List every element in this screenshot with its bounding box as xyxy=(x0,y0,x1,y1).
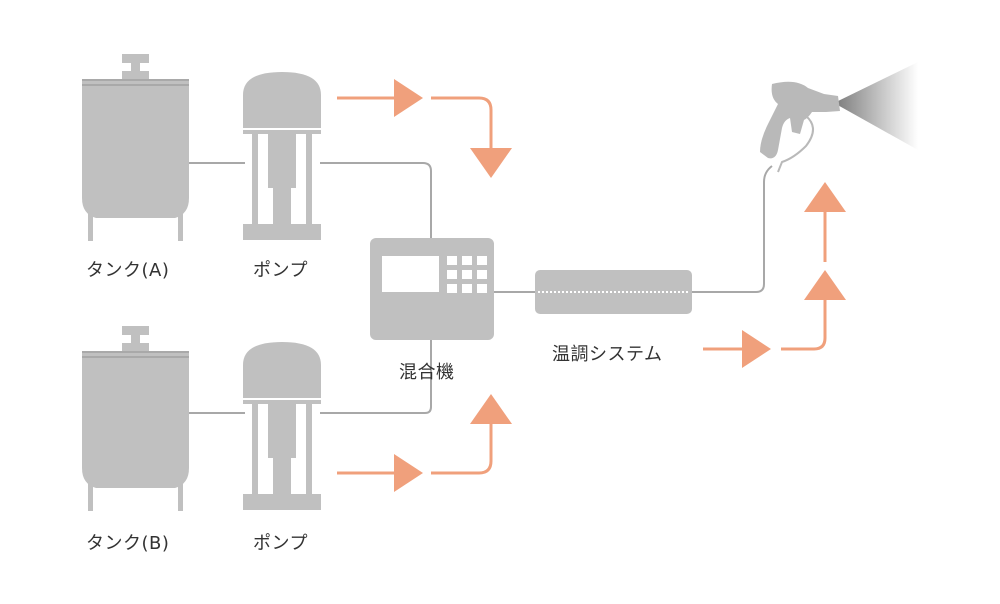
flow-arrow-icon xyxy=(337,454,423,492)
mixer-control-box-icon xyxy=(370,238,494,340)
tank-a-label: タンク(A) xyxy=(86,260,170,281)
pump-b-icon xyxy=(243,342,321,510)
spray-gun-icon xyxy=(760,62,918,173)
flow-arrow-icon xyxy=(431,96,512,178)
tank-b-label: タンク(B) xyxy=(86,533,170,554)
flow-arrow-icon xyxy=(337,79,423,117)
spray-mist xyxy=(834,62,918,150)
pump-a-icon xyxy=(243,72,321,240)
flow-arrow-icon xyxy=(781,270,846,351)
pump-b-label: ポンプ xyxy=(253,533,308,554)
mixer-display-screen xyxy=(382,256,439,292)
mixer-label: 混合機 xyxy=(399,362,455,383)
pump-a-label: ポンプ xyxy=(253,260,308,281)
flow-arrow-icon xyxy=(804,182,846,262)
pipe-pump-b-to-mixer xyxy=(320,340,432,414)
pipe-temp-system-to-spray-gun xyxy=(690,165,773,293)
tank-b-icon xyxy=(82,326,189,511)
mixer-keypad xyxy=(447,256,487,293)
flow-arrows xyxy=(337,79,846,492)
pipes xyxy=(187,162,773,414)
temp-system-label: 温調システム xyxy=(552,344,663,365)
temperature-control-tube-icon xyxy=(535,270,692,314)
pipe-pump-a-to-mixer xyxy=(320,162,432,238)
flow-arrow-icon xyxy=(703,330,771,368)
flow-arrow-icon xyxy=(431,394,512,475)
tank-a-icon xyxy=(82,54,189,241)
